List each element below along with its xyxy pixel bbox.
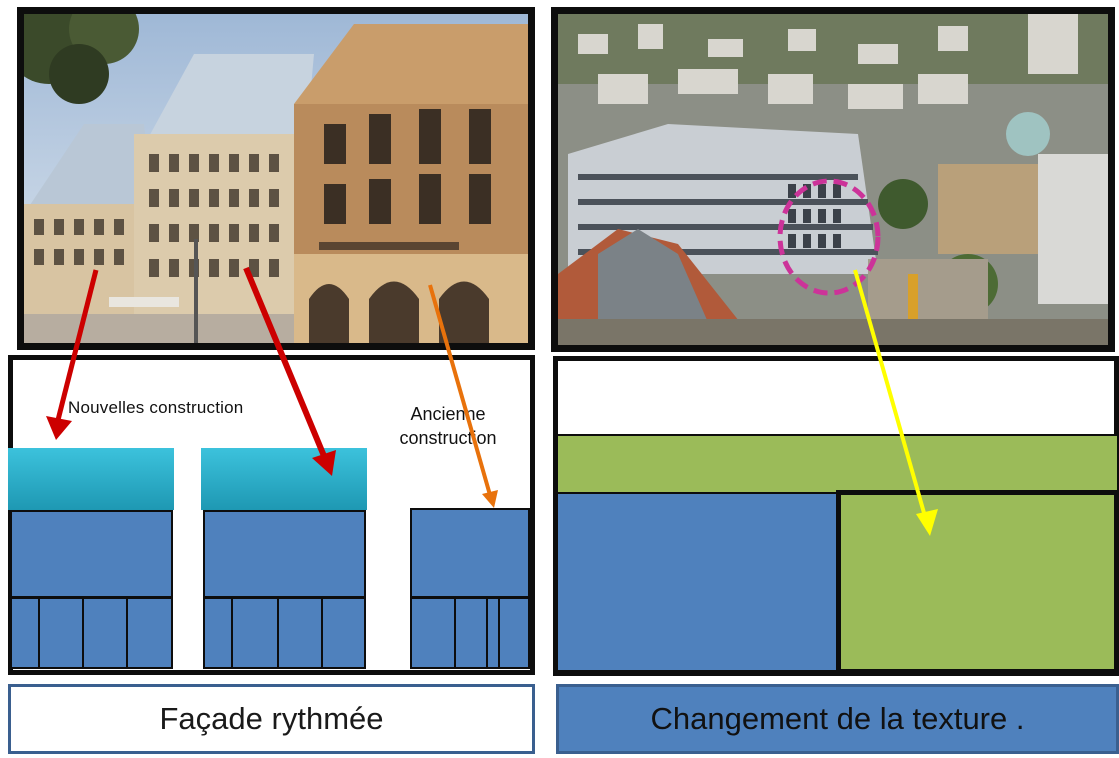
building-1-bay: [10, 597, 40, 669]
caption-left: Façade rythmée: [8, 684, 535, 754]
building-3-body: [410, 508, 530, 598]
building-2-bay: [231, 597, 279, 669]
building-2-bay: [321, 597, 366, 669]
building-2-bay: [277, 597, 323, 669]
photo-aerial-city: [551, 7, 1115, 352]
caption-right: Changement de la texture .: [556, 684, 1119, 754]
blue-block: [556, 492, 841, 672]
texture-block: [836, 490, 1119, 674]
building-1-bay: [82, 597, 128, 669]
building-2-body: [203, 510, 366, 598]
building-1-bay: [126, 597, 173, 669]
label-old-line2: construction: [399, 428, 497, 448]
building-1-top: [8, 448, 174, 510]
building-3-bay: [498, 597, 530, 669]
building-3-bay: [454, 597, 488, 669]
building-2-bay: [203, 597, 233, 669]
building-2-top: [201, 448, 367, 510]
building-3-bay: [410, 597, 456, 669]
building-1-bay: [38, 597, 84, 669]
label-new-construction: Nouvelles construction: [68, 398, 244, 417]
photo-street-facades: [17, 7, 535, 350]
label-old-line1: Ancienne: [410, 404, 486, 424]
texture-band: [556, 434, 1119, 494]
label-old-construction: Ancienne construction: [388, 403, 508, 449]
building-1-body: [10, 510, 173, 598]
